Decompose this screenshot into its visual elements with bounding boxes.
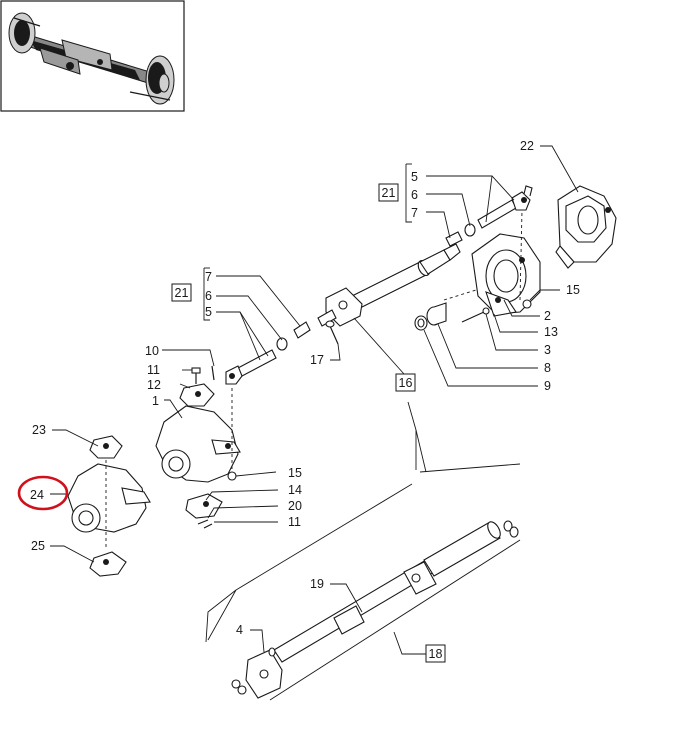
label-20[interactable]: 20 bbox=[288, 499, 302, 513]
axle-overview-thumbnail[interactable] bbox=[0, 0, 185, 112]
label-11-lower[interactable]: 11 bbox=[288, 515, 301, 529]
label-box-16[interactable]: 16 bbox=[395, 373, 416, 392]
screw-10[interactable] bbox=[211, 365, 215, 381]
label-10[interactable]: 10 bbox=[145, 344, 159, 358]
label-9[interactable]: 9 bbox=[544, 379, 551, 393]
label-12[interactable]: 12 bbox=[147, 378, 161, 392]
steering-knuckle-left[interactable] bbox=[155, 405, 241, 483]
kingpin-cap-lower[interactable] bbox=[185, 493, 223, 519]
hub-carrier-right[interactable] bbox=[471, 233, 541, 317]
steering-cylinder-lower[interactable] bbox=[273, 520, 519, 663]
label-17[interactable]: 17 bbox=[310, 353, 324, 367]
label-18: 18 bbox=[429, 647, 443, 661]
label-21-upper: 21 bbox=[382, 186, 396, 200]
label-11-upper[interactable]: 11 bbox=[147, 363, 160, 377]
nut-15-lower[interactable] bbox=[227, 471, 237, 481]
label-box-18[interactable]: 18 bbox=[425, 644, 446, 663]
label-15-lower[interactable]: 15 bbox=[288, 466, 302, 480]
steering-knuckle-24[interactable] bbox=[67, 463, 151, 533]
leader-lines bbox=[50, 145, 579, 655]
bushing-8[interactable] bbox=[426, 302, 447, 326]
alignment-line-bushing bbox=[443, 289, 477, 301]
label-7-left[interactable]: 7 bbox=[205, 270, 212, 284]
label-19[interactable]: 19 bbox=[310, 577, 324, 591]
seal-ring-9[interactable] bbox=[414, 315, 428, 331]
bracket-4[interactable] bbox=[231, 647, 283, 699]
bolt-3[interactable] bbox=[461, 307, 490, 323]
label-2[interactable]: 2 bbox=[544, 309, 551, 323]
label-box-21-upper[interactable]: 21 bbox=[378, 183, 399, 202]
label-16: 16 bbox=[399, 376, 413, 390]
label-6-left[interactable]: 6 bbox=[205, 289, 212, 303]
bolt-20[interactable] bbox=[197, 519, 213, 529]
kingpin-cap-23[interactable] bbox=[89, 435, 123, 459]
nut-15-upper[interactable] bbox=[522, 299, 532, 309]
label-7-upper[interactable]: 7 bbox=[411, 206, 418, 220]
label-1[interactable]: 1 bbox=[152, 394, 159, 408]
bolt-11-upper[interactable] bbox=[191, 367, 201, 384]
label-13[interactable]: 13 bbox=[544, 325, 558, 339]
bolt-17[interactable] bbox=[325, 320, 339, 345]
tie-rod-end-right[interactable] bbox=[445, 185, 533, 247]
kingpin-cap-upper[interactable] bbox=[179, 383, 215, 407]
highlight-circle-part-24 bbox=[17, 475, 69, 511]
label-5-left[interactable]: 5 bbox=[205, 305, 212, 319]
label-22[interactable]: 22 bbox=[520, 139, 534, 153]
kingpin-cap-25[interactable] bbox=[89, 551, 127, 577]
label-15-upper[interactable]: 15 bbox=[566, 283, 580, 297]
label-24[interactable]: 24 bbox=[30, 488, 44, 502]
steering-cylinder-assembly[interactable] bbox=[317, 243, 461, 327]
label-5-upper[interactable]: 5 bbox=[411, 170, 418, 184]
detail-view-lower bbox=[205, 463, 521, 701]
tie-rod-end-left[interactable] bbox=[225, 321, 311, 385]
label-box-21-left[interactable]: 21 bbox=[171, 283, 192, 302]
label-8[interactable]: 8 bbox=[544, 361, 551, 375]
steering-knuckle-right[interactable] bbox=[555, 185, 617, 269]
label-3[interactable]: 3 bbox=[544, 343, 551, 357]
label-23[interactable]: 23 bbox=[32, 423, 46, 437]
label-4[interactable]: 4 bbox=[236, 623, 243, 637]
label-6-upper[interactable]: 6 bbox=[411, 188, 418, 202]
label-14[interactable]: 14 bbox=[288, 483, 302, 497]
label-21-left: 21 bbox=[175, 286, 189, 300]
label-25[interactable]: 25 bbox=[31, 539, 45, 553]
